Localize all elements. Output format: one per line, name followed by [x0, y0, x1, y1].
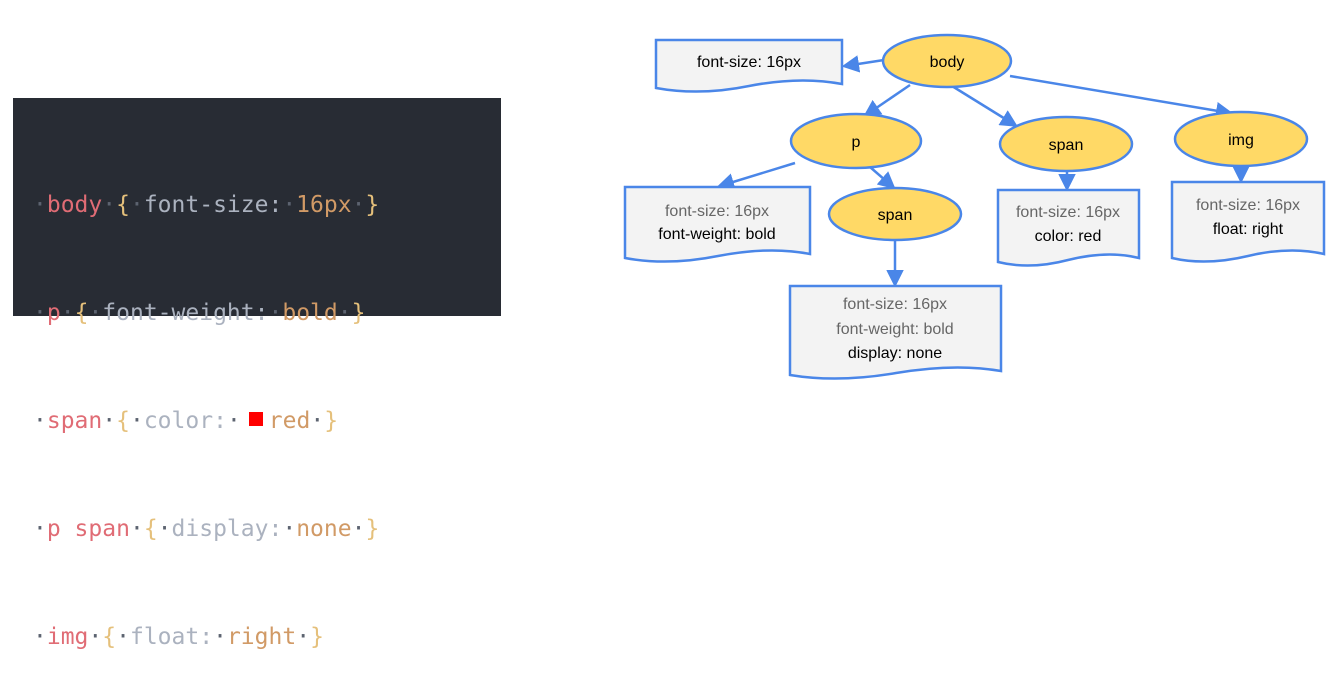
- close-brace: }: [310, 624, 324, 650]
- value-red: red: [268, 408, 311, 434]
- value-right: right: [226, 624, 297, 650]
- colon: :: [268, 192, 283, 218]
- open-brace: {: [143, 516, 158, 542]
- edge-body-to-img: [1009, 74, 1234, 120]
- selector-body: body: [46, 192, 103, 218]
- node-img-label: img: [1228, 132, 1254, 149]
- style-span-in-p-own-0: display: none: [848, 345, 942, 362]
- value-16px: 16px: [296, 192, 352, 218]
- close-brace: }: [365, 192, 380, 218]
- property-font-weight: font-weight: [102, 300, 255, 326]
- value-bold: bold: [282, 300, 338, 326]
- edge-body-to-p: [863, 83, 911, 117]
- style-box-body: font-size: 16px: [654, 38, 844, 93]
- style-box-span-in-p: font-size: 16px font-weight: bold displa…: [788, 284, 1003, 380]
- selector-p-span: p span: [46, 516, 130, 542]
- edge-body-to-style: [841, 55, 885, 73]
- style-img-own-0: float: right: [1213, 221, 1284, 238]
- style-img-inherited-0: font-size: 16px: [1196, 197, 1300, 214]
- code-line-p: ·p·{·font-weight:·bold·}: [33, 300, 366, 326]
- colon: :: [199, 624, 214, 650]
- property-font-size: font-size: [143, 192, 269, 218]
- style-p-own-0: font-weight: bold: [658, 226, 775, 243]
- property-color: color: [143, 408, 214, 434]
- value-none: none: [296, 516, 352, 542]
- node-span-in-p-label: span: [878, 207, 913, 224]
- colon: :: [254, 300, 269, 326]
- style-p-inherited-0: font-size: 16px: [665, 203, 769, 220]
- open-brace: {: [102, 624, 117, 650]
- style-box-span: font-size: 16px color: red: [996, 188, 1141, 267]
- property-float: float: [129, 624, 200, 650]
- style-span-in-p-inherited-0: font-size: 16px: [843, 296, 947, 313]
- edge-body-to-span: [951, 84, 1018, 127]
- selector-span: span: [46, 408, 103, 434]
- code-line-p-span: ·p span·{·display:·none·}: [33, 516, 380, 542]
- node-p: p: [789, 112, 923, 170]
- property-display: display: [171, 516, 269, 542]
- style-tree-diagram: body p span span img font-size: 16px fon…: [623, 33, 1326, 380]
- open-brace: {: [116, 408, 130, 434]
- style-span-inherited-0: font-size: 16px: [1016, 204, 1120, 221]
- code-line-img: ·img·{·float:·right·}: [33, 624, 324, 650]
- style-span-own-0: color: red: [1035, 228, 1102, 245]
- edge-p-to-span: [869, 166, 896, 190]
- style-box-img: font-size: 16px float: right: [1170, 180, 1326, 263]
- node-span: span: [998, 115, 1134, 173]
- node-span-in-p: span: [827, 186, 963, 242]
- colon: :: [213, 408, 227, 434]
- close-brace: }: [324, 408, 339, 434]
- code-line-body: ·body·{·font-size:·16px·}: [33, 192, 380, 218]
- node-p-label: p: [852, 134, 861, 151]
- close-brace: }: [351, 300, 366, 326]
- style-body-own-0: font-size: 16px: [697, 54, 801, 71]
- close-brace: }: [365, 516, 380, 542]
- edge-p-to-style: [716, 161, 796, 191]
- open-brace: {: [74, 300, 89, 326]
- style-box-p: font-size: 16px font-weight: bold: [623, 185, 812, 263]
- node-img: img: [1173, 110, 1309, 168]
- node-body-label: body: [930, 54, 965, 71]
- colon: :: [268, 516, 283, 542]
- selector-p: p: [46, 300, 61, 326]
- node-span-label: span: [1049, 137, 1084, 154]
- open-brace: {: [116, 192, 130, 218]
- color-swatch-icon[interactable]: [246, 410, 265, 428]
- style-span-in-p-inherited-1: font-weight: bold: [836, 321, 953, 338]
- selector-img: img: [46, 624, 89, 650]
- node-body: body: [881, 33, 1013, 89]
